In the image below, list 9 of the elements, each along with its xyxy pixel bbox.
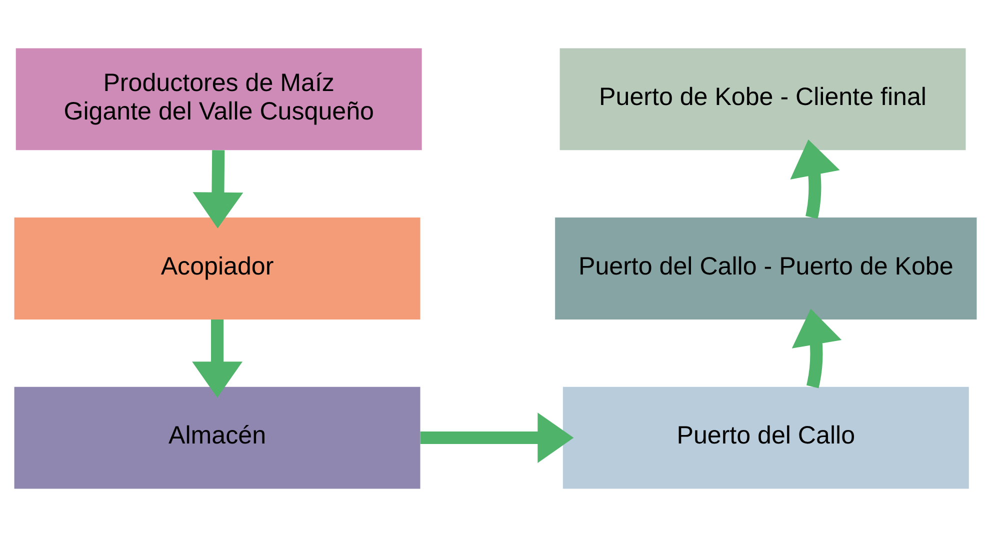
node-box: Puerto del Callo <box>562 386 969 489</box>
node-box: Puerto de Kobe - Cliente final <box>560 48 966 150</box>
node-box: Almacén <box>14 386 420 489</box>
node-box: Puerto del Callo - Puerto de Kobe <box>555 218 977 320</box>
arrow <box>192 150 244 228</box>
node-box: Acopiador <box>14 218 420 320</box>
arrow <box>192 319 242 398</box>
node-box: Productores de Maíz Gigante del Valle Cusqueño <box>16 48 422 150</box>
arrow <box>420 412 574 463</box>
